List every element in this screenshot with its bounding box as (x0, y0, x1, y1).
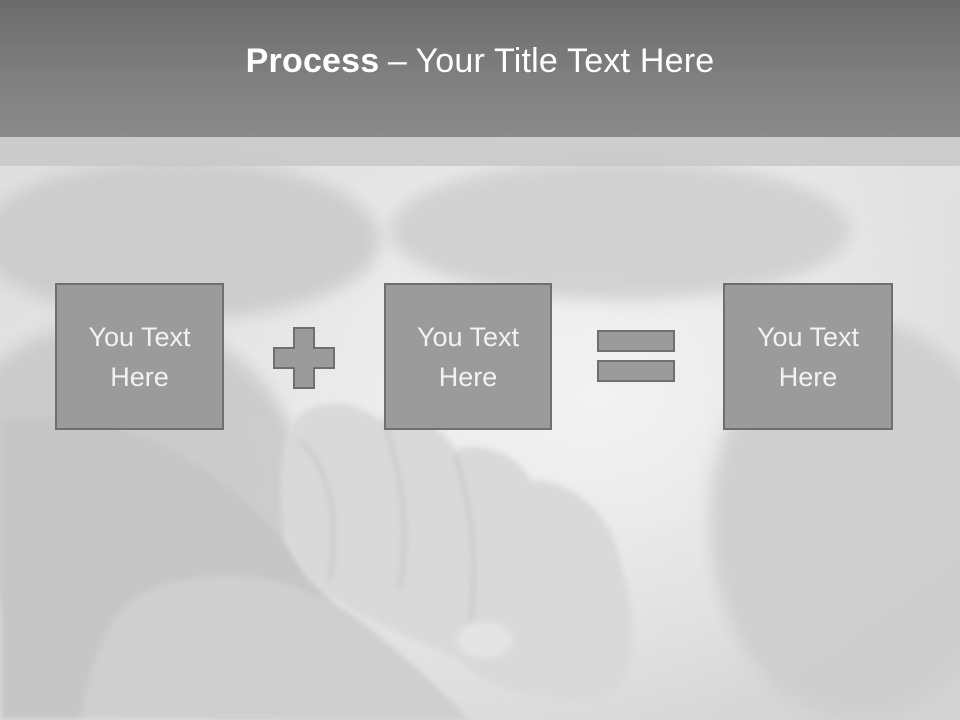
process-step-1[interactable]: You Text Here (55, 283, 224, 430)
plus-icon (273, 327, 335, 389)
title-underbar (0, 137, 960, 166)
title-bar: Process–Your Title Text Here (0, 0, 960, 137)
process-step-2[interactable]: You Text Here (384, 283, 552, 430)
title-rest: Your Title Text Here (415, 42, 715, 80)
title-dash: – (387, 42, 407, 80)
title-bold-word: Process (245, 42, 380, 80)
process-step-3-text: You Text Here (756, 321, 860, 392)
process-step-3[interactable]: You Text Here (723, 283, 893, 430)
slide-title: Process–Your Title Text Here (246, 42, 715, 81)
process-step-1-text: You Text Here (88, 321, 191, 392)
equals-icon (597, 330, 675, 382)
process-step-2-text: You Text Here (416, 321, 520, 392)
